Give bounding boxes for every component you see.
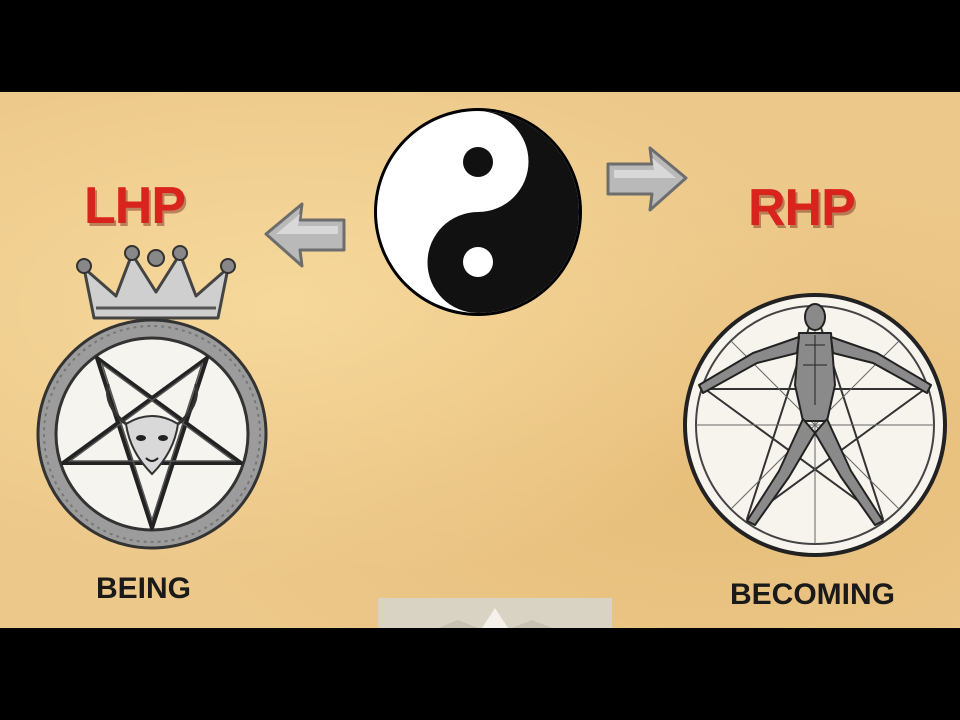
crowned-inverted-pentagram-icon (36, 318, 268, 550)
crown-icon (76, 245, 236, 320)
arrow-right-icon (606, 146, 688, 212)
lhp-heading: LHP (84, 177, 186, 235)
arrow-left-icon (264, 202, 346, 268)
rhp-heading: RHP (748, 179, 856, 237)
yin-yang-icon (374, 108, 582, 316)
becoming-caption: BECOMING (730, 578, 895, 611)
vitruvian-pentagram-icon (683, 293, 947, 557)
bottom-overlay-tab (378, 598, 612, 628)
being-caption: BEING (96, 572, 192, 605)
